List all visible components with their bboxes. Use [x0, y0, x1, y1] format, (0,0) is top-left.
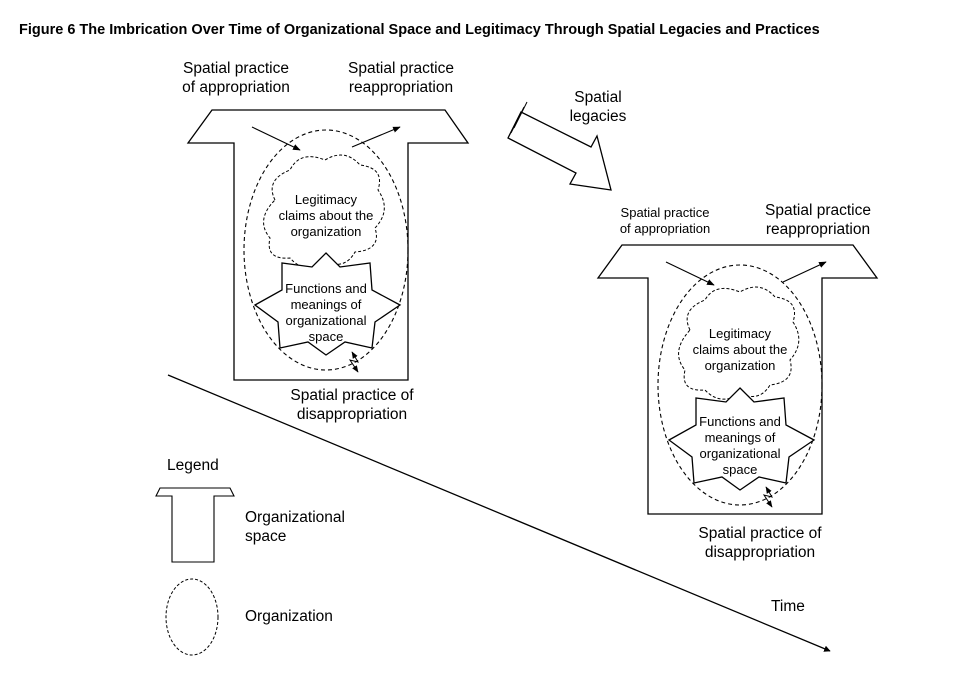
legacies-line1: Spatial	[574, 89, 622, 106]
stage2-disappropriation-arrow	[762, 486, 774, 508]
stage1-reappropriation-label: Spatial practice reappropriation	[341, 59, 461, 97]
stage1-appropriation-line1: Spatial practice	[183, 60, 289, 77]
stage2-reappropriation-label: Spatial practice reappropriation	[758, 201, 878, 239]
stage2-legitimacy-line3: organization	[704, 358, 776, 373]
stage2-legitimacy-line2: claims about the	[692, 342, 788, 357]
stage2-organization-ellipse	[657, 264, 823, 506]
stage2-functions-line2: meanings of	[704, 430, 776, 445]
stage1-functions-label: Functions and meanings of organizational…	[266, 281, 386, 345]
stage1-disappropriation-label: Spatial practice of disappropriation	[272, 386, 432, 424]
stage1-legitimacy-cloud	[263, 154, 385, 269]
stage1-functions-line2: meanings of	[290, 297, 362, 312]
stage1-functions-line3: organizational	[285, 313, 367, 328]
stage1-disappropriation-line2: disappropriation	[296, 406, 408, 423]
stage2-appropriation-arrow	[665, 261, 715, 286]
stage1-functions-star	[253, 252, 402, 356]
legend-space-label: Organizational space	[245, 508, 345, 546]
stage1-functions-line1: Functions and	[285, 281, 367, 296]
legacies-line2: legacies	[569, 108, 627, 125]
stage2-disappropriation-line2: disappropriation	[704, 544, 816, 561]
legend-organization-label: Organization	[245, 608, 333, 625]
stage2-functions-star	[667, 387, 816, 491]
stage2-legitimacy-label: Legitimacy claims about the organization	[680, 326, 800, 374]
legacies-label: Spatial legacies	[548, 88, 648, 126]
stage2-disappropriation-label: Spatial practice of disappropriation	[680, 524, 840, 562]
stage2-appropriation-label: Spatial practice of appropriation	[605, 205, 725, 237]
stage1-appropriation-label: Spatial practice of appropriation	[176, 59, 296, 97]
time-axis-arrow	[167, 374, 831, 652]
stage1-appropriation-line2: of appropriation	[182, 79, 290, 96]
stage1-legitimacy-line3: organization	[290, 224, 362, 239]
legend-space-line1: Organizational	[245, 509, 345, 526]
legacies-arrow	[507, 101, 612, 191]
stage1-organization-ellipse	[243, 129, 409, 371]
time-label: Time	[771, 598, 805, 615]
stage1-appropriation-arrow	[251, 126, 301, 151]
stage2-functions-line1: Functions and	[699, 414, 781, 429]
stage2-appropriation-line1: Spatial practice	[620, 205, 710, 220]
stage1-reappropriation-line2: reappropriation	[348, 79, 454, 96]
stage2-legitimacy-line1: Legitimacy	[708, 326, 772, 341]
stage2-functions-line3: organizational	[699, 446, 781, 461]
legend-organization-ellipse	[165, 578, 219, 656]
legend-space-shape	[155, 487, 235, 563]
stage1-functions-line4: space	[308, 329, 344, 344]
stage1-disappropriation-line1: Spatial practice of	[290, 387, 414, 404]
figure-title: Figure 6 The Imbrication Over Time of Or…	[19, 22, 820, 38]
stage1-reappropriation-arrow	[351, 126, 401, 148]
stage2-reappropriation-line1: Spatial practice	[765, 202, 871, 219]
stage2-appropriation-line2: of appropriation	[619, 221, 711, 236]
legend-title: Legend	[167, 457, 219, 474]
stage2-disappropriation-line1: Spatial practice of	[698, 525, 822, 542]
stage1-legitimacy-line2: claims about the	[278, 208, 374, 223]
stage1-legitimacy-line1: Legitimacy	[294, 192, 358, 207]
stage2-reappropriation-arrow	[782, 261, 827, 283]
stage1-legitimacy-label: Legitimacy claims about the organization	[266, 192, 386, 240]
stage1-disappropriation-arrow	[348, 351, 360, 373]
stage2-functions-label: Functions and meanings of organizational…	[680, 414, 800, 478]
stage2-functions-line4: space	[722, 462, 758, 477]
stage2-legitimacy-cloud	[678, 286, 800, 400]
stage2-reappropriation-line2: reappropriation	[765, 221, 871, 238]
legend-space-line2: space	[245, 528, 287, 545]
stage1-reappropriation-line1: Spatial practice	[348, 60, 454, 77]
